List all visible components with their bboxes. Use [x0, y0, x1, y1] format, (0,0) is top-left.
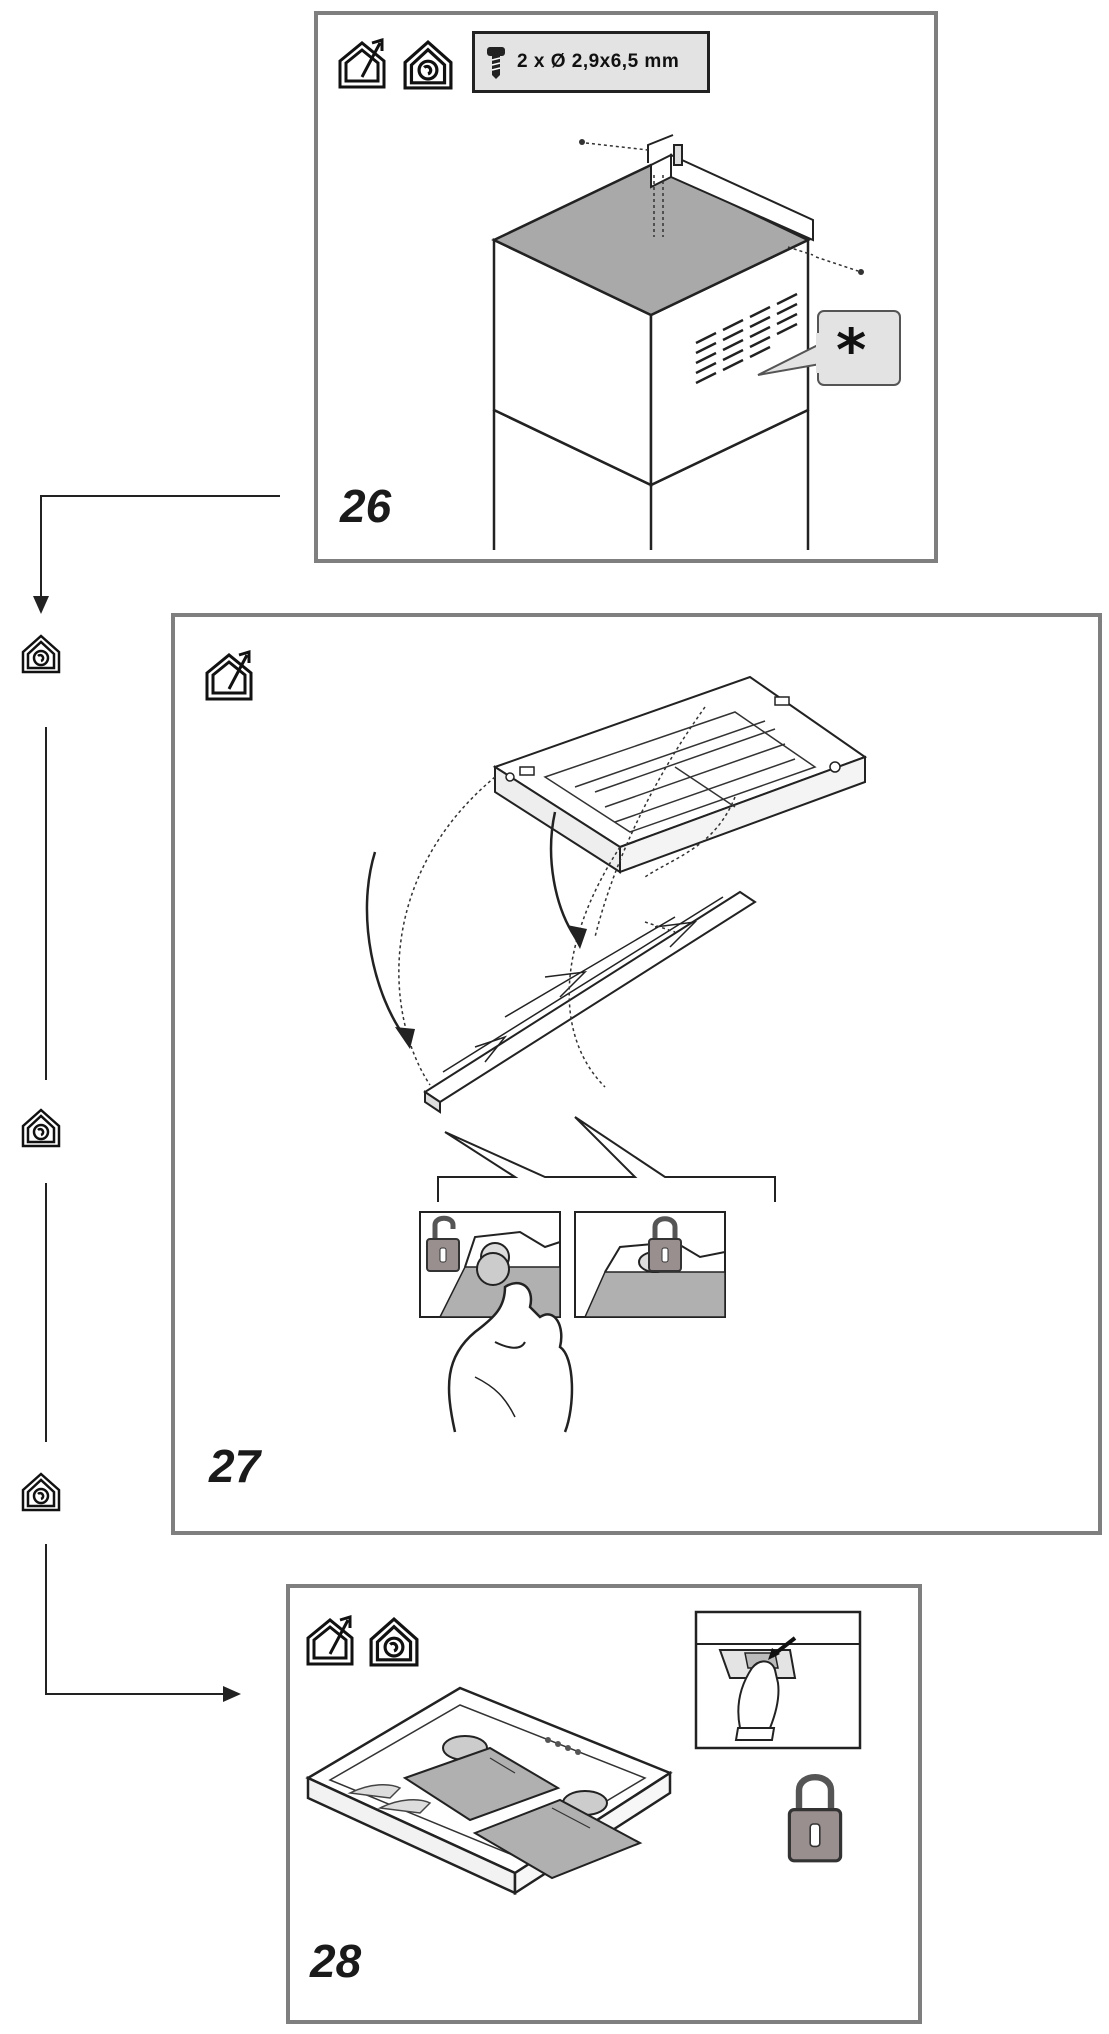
hood-underside-illustration — [305, 1610, 862, 1896]
step-number: 27 — [209, 1440, 261, 1492]
step-26-panel: 2 x Ø 2,9x6,5 mm — [314, 11, 938, 563]
optional-marker: * — [836, 316, 867, 384]
screw-icon — [487, 47, 505, 79]
step-27-panel: 27 — [171, 613, 1102, 1535]
ducted-mode-icon — [338, 37, 386, 89]
recirculation-mode-icon — [403, 39, 453, 90]
filter-install-illustration — [365, 675, 868, 1433]
unlocked-padlock-icon — [426, 1215, 460, 1272]
step-number: 28 — [310, 1935, 362, 1987]
ducted-mode-icon — [205, 649, 253, 701]
locked-padlock-icon — [648, 1216, 682, 1272]
recirculation-mode-icon — [21, 634, 61, 674]
chimney-illustration — [491, 134, 901, 550]
recirculation-mode-icon — [21, 1108, 61, 1148]
recirculation-mode-icon — [369, 1616, 419, 1667]
ducted-mode-icon — [306, 1614, 354, 1666]
screw-spec-badge: 2 x Ø 2,9x6,5 mm — [472, 31, 710, 93]
step-28-panel: 28 — [286, 1584, 922, 2024]
locked-padlock-icon — [787, 1774, 843, 1863]
screw-spec-text: 2 x Ø 2,9x6,5 mm — [517, 51, 680, 72]
step-number: 26 — [340, 480, 392, 532]
recirculation-mode-icon — [21, 1472, 61, 1512]
